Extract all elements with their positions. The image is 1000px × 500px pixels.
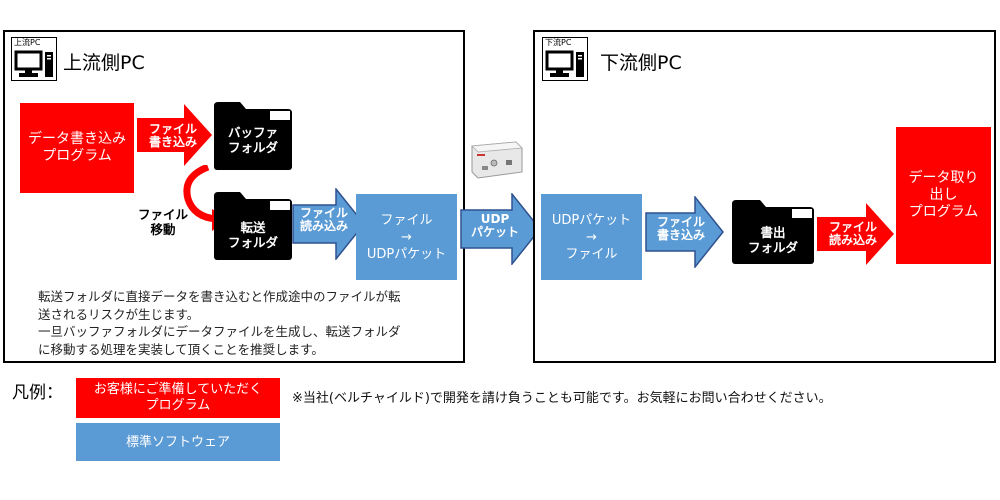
file-read-arrow-downstream-label-1: ファイル	[828, 220, 877, 234]
legend-label: 凡例：	[12, 383, 63, 403]
udp-to-file-line-3: ファイル	[565, 246, 618, 262]
file-read-arrow-downstream-label: ファイル 読み込み	[820, 221, 886, 247]
upstream-warning-note: 転送フォルダに直接データを書き込むと作成途中のファイルが転 送されるリスクが生じ…	[38, 288, 401, 358]
buffer-folder-label-1: バッファ	[227, 125, 278, 140]
output-folder-label-2: フォルダ	[747, 240, 798, 255]
data-write-program-line-1: データ書き込み	[28, 131, 126, 147]
file-read-arrow-downstream-label-2: 読み込み	[828, 233, 877, 247]
upstream-note-line-3: 一旦バッファフォルダにデータファイルを生成し、転送フォルダ	[38, 324, 401, 339]
output-folder-label: 書出 フォルダ	[732, 225, 814, 255]
file-write-arrow-downstream	[645, 196, 724, 268]
file-write-arrow-downstream-label-2: 書き込み	[656, 228, 705, 242]
upstream-pc-tag: 上流PC	[11, 37, 57, 81]
udp-packet-arrow-label: UDP パケット	[462, 213, 528, 239]
legend-customer-line-2: プログラム	[145, 398, 211, 413]
network-device-icon	[471, 141, 523, 179]
downstream-pc-tag: 下流PC	[542, 37, 588, 81]
file-to-udp-line-3: UDPパケット	[366, 246, 447, 262]
file-read-arrow-upstream-label: ファイル 読み込み	[294, 207, 354, 233]
legend-standard-label: 標準ソフトウェア	[125, 434, 230, 450]
udp-to-file-line-2: →	[586, 229, 597, 245]
upstream-note-line-1: 転送フォルダに直接データを書き込むと作成途中のファイルが転	[38, 289, 401, 304]
output-folder-label-1: 書出	[760, 225, 786, 240]
file-to-udp-converter: ファイル → UDPパケット	[356, 194, 457, 280]
data-write-program-box: データ書き込み プログラム	[20, 103, 134, 193]
udp-arrow-label-2: パケット	[470, 225, 519, 239]
legend-customer-program: お客様にご準備していただく プログラム	[76, 378, 280, 418]
buffer-folder-label-2: フォルダ	[227, 140, 278, 155]
computer-icon	[14, 50, 53, 77]
file-to-udp-line-1: ファイル	[380, 212, 433, 228]
file-write-arrow-downstream-label-1: ファイル	[656, 215, 705, 229]
udp-to-file-converter: UDPパケット → ファイル	[541, 194, 642, 280]
data-write-program-line-2: プログラム	[42, 148, 112, 164]
file-read-arrow-downstream	[817, 203, 894, 265]
file-write-arrow-upstream	[137, 104, 212, 166]
file-to-udp-line-2: →	[401, 229, 412, 245]
upstream-note-line-4: に移動する処理を実装して頂くことを推奨します。	[38, 341, 324, 357]
upstream-pc-tag-label: 上流PC	[14, 38, 41, 47]
udp-packet-arrow	[460, 193, 541, 265]
output-folder-icon	[732, 200, 814, 264]
file-move-label-2: 移動	[150, 222, 176, 237]
transfer-folder-label-1: 転送	[240, 220, 266, 235]
legend-customer-line-1: お客様にご準備していただく	[93, 382, 263, 397]
data-read-program-line-2: 出し	[929, 187, 958, 203]
transfer-folder-label: 転送 フォルダ	[214, 220, 292, 250]
file-read-arrow-upstream-label-1: ファイル	[299, 206, 348, 220]
downstream-pc-tag-label: 下流PC	[545, 38, 572, 47]
data-read-program-box: データ取り 出し プログラム	[896, 127, 991, 264]
file-write-arrow-upstream-label: ファイル 書き込み	[140, 123, 206, 149]
downstream-pc-title: 下流側PC	[600, 52, 682, 74]
file-write-arrow-upstream-label-1: ファイル	[148, 122, 197, 136]
transfer-folder-label-2: フォルダ	[227, 235, 278, 250]
computer-icon	[545, 50, 584, 77]
file-write-arrow-upstream-label-2: 書き込み	[148, 135, 197, 149]
legend-standard-software: 標準ソフトウェア	[76, 423, 280, 461]
data-read-program-line-3: プログラム	[908, 204, 979, 220]
file-read-arrow-upstream	[292, 188, 365, 260]
upstream-note-line-2: 送されるリスクが生じます。	[38, 306, 200, 322]
data-read-program-line-1: データ取り	[908, 170, 979, 186]
file-read-arrow-upstream-label-2: 読み込み	[299, 219, 348, 233]
file-move-label-1: ファイル	[137, 207, 188, 222]
transfer-folder-icon	[214, 192, 292, 260]
file-write-arrow-downstream-label: ファイル 書き込み	[648, 216, 714, 242]
buffer-folder-label: バッファ フォルダ	[214, 125, 292, 155]
file-move-label: ファイル 移動	[133, 207, 193, 237]
legend-development-note: ※当社(ベルチャイルド)で開発を請け負うことも可能です。お気軽にお問い合わせくだ…	[292, 391, 832, 406]
upstream-pc-title: 上流側PC	[63, 52, 145, 74]
buffer-folder-icon	[214, 102, 292, 170]
udp-to-file-line-1: UDPパケット	[551, 212, 632, 228]
udp-arrow-label-1: UDP	[480, 212, 510, 226]
